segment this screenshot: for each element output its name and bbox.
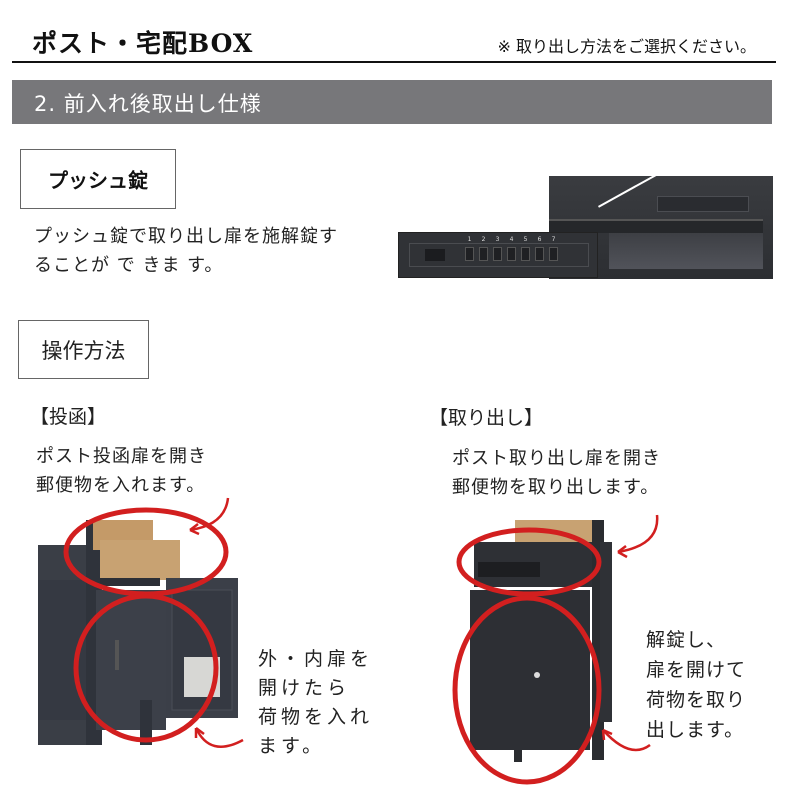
push-lock-desc-line-2: ることが で きま す。: [34, 255, 224, 276]
deposit-product-photo: [38, 497, 244, 748]
section-title: 2. 前入れ後取出し仕様: [34, 92, 262, 116]
operation-label-box: 操作方法: [18, 320, 149, 379]
push-lock-description: プッシュ錠で取り出し扉を施解錠す ることが で きま す。: [34, 222, 338, 280]
keypad-number: 1: [467, 236, 472, 243]
keypad-number: 4: [509, 236, 514, 243]
page-title: ポスト・宅配BOX: [32, 29, 254, 58]
retrieve-desc-line-1: ポスト取り出し扉を開き: [452, 448, 661, 469]
retrieve-side-line-4: 出します。: [646, 719, 745, 741]
keypad-buttons: [465, 247, 558, 261]
lock-knob: [425, 249, 445, 261]
section-header: 2. 前入れ後取出し仕様: [12, 80, 772, 124]
keypad-small: [657, 196, 749, 212]
deposit-side-instructions: 外・内扉を 開けたら 荷物を入れ ます。: [258, 645, 373, 761]
keypad-button: [549, 247, 558, 261]
retrieve-side-instructions: 解錠し、 扉を開けて 荷物を取り 出します。: [646, 625, 746, 745]
push-lock-label-box: プッシュ錠: [20, 149, 176, 209]
keypad-plate: [409, 243, 589, 267]
keypad-button: [493, 247, 502, 261]
keypad-number: 6: [537, 236, 542, 243]
keypad-button: [465, 247, 474, 261]
push-lock-desc-line-1: プッシュ錠で取り出し扉を施解錠す: [34, 226, 338, 247]
keypad-number: 7: [551, 236, 556, 243]
retrieve-product-photo: [452, 514, 659, 785]
deposit-side-line-2: 開けたら: [258, 677, 351, 699]
retrieve-heading: 【取り出し】: [429, 407, 544, 429]
deposit-side-line-1: 外・内扉を: [258, 648, 374, 670]
keypad-button: [507, 247, 516, 261]
selection-note: ※ 取り出し方法をご選択ください。: [497, 37, 757, 56]
deposit-heading: 【投函】: [30, 406, 107, 428]
keypad-number: 2: [481, 236, 486, 243]
keypad-numbers: 1 2 3 4 5 6 7: [465, 236, 558, 243]
deposit-side-line-3: 荷物を入れ: [258, 706, 374, 728]
retrieve-desc-line-2: 郵便物を取り出します。: [452, 477, 660, 498]
retrieve-side-line-3: 荷物を取り: [646, 689, 747, 711]
mail-slot: [549, 219, 763, 233]
deposit-side-line-4: ます。: [258, 735, 326, 757]
keypad-number: 5: [523, 236, 528, 243]
keypad-button: [479, 247, 488, 261]
keypad-number: 3: [495, 236, 500, 243]
deposit-description: ポスト投函扉を開き 郵便物を入れます。: [36, 442, 207, 500]
deposit-desc-line-1: ポスト投函扉を開き: [36, 446, 207, 467]
retrieve-side-line-2: 扉を開けて: [646, 659, 747, 681]
operation-label: 操作方法: [41, 338, 126, 363]
retrieve-side-line-1: 解錠し、: [646, 629, 727, 651]
title-divider: [12, 61, 776, 63]
keypad-button: [535, 247, 544, 261]
keypad-button: [521, 247, 530, 261]
deposit-desc-line-2: 郵便物を入れます。: [36, 475, 206, 496]
push-lock-label: プッシュ錠: [48, 168, 148, 193]
retrieve-description: ポスト取り出し扉を開き 郵便物を取り出します。: [452, 444, 661, 502]
push-lock-closeup-photo: 1 2 3 4 5 6 7: [398, 232, 598, 278]
mail-tray: [609, 233, 763, 269]
